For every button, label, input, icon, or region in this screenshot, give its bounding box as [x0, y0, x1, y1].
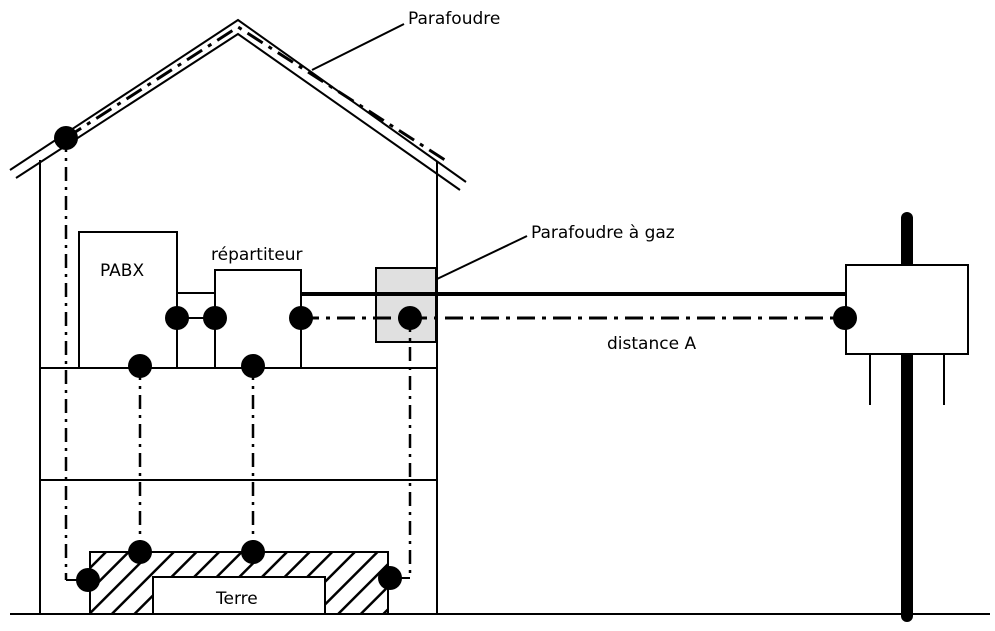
roof-lightning-conductor — [65, 25, 446, 162]
pabx-ground-dot — [128, 354, 152, 378]
parafoudre-leader — [311, 23, 405, 71]
gas-arrester-box — [375, 267, 437, 343]
repartiteur-input-dot — [203, 306, 227, 330]
parafoudre-label: Parafoudre — [408, 9, 500, 29]
pabx-label: PABX — [100, 261, 144, 281]
repartiteur-label: répartiteur — [211, 245, 303, 265]
earth-dot-left — [76, 568, 100, 592]
gas-arrester-label: Parafoudre à gaz — [531, 223, 675, 243]
distance-label: distance A — [607, 334, 696, 354]
gas-arrester-dot — [398, 306, 422, 330]
pabx-box — [78, 231, 178, 369]
roof-inner — [15, 32, 461, 191]
repartiteur-output-dot — [289, 306, 313, 330]
earth-dot-pabx — [128, 540, 152, 564]
earth-label-box — [152, 576, 326, 615]
repartiteur-ground-dot — [241, 354, 265, 378]
earth-dot-repartiteur — [241, 540, 265, 564]
gas-arrester-leader — [436, 235, 528, 280]
pole-junction-box — [845, 264, 969, 355]
roof-connection-dot — [54, 126, 78, 150]
roof-outer — [9, 18, 467, 183]
pole-connection-dot — [833, 306, 857, 330]
pabx-output-dot — [165, 306, 189, 330]
repartiteur-box — [214, 269, 302, 369]
earth-label: Terre — [215, 589, 258, 609]
earth-dot-right — [378, 566, 402, 590]
